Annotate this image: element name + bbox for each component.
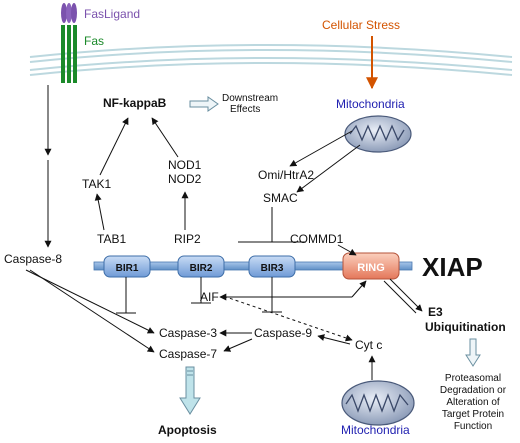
rip2-label: RIP2 <box>174 232 201 246</box>
proteasomal-line4: Target Protein <box>442 409 504 420</box>
proteasomal-line2: Degradation or <box>440 385 507 396</box>
mitochondria-top-icon <box>344 115 412 153</box>
e3-down-arrow-icon <box>465 338 481 367</box>
caspase8-label: Caspase-8 <box>4 252 62 266</box>
pathway-connectors <box>25 85 423 380</box>
bir3-label: BIR3 <box>261 263 284 274</box>
nod1-label: NOD1 <box>168 158 202 172</box>
xiap-title: XIAP <box>422 252 483 282</box>
proteasomal-line5: Function <box>454 421 492 432</box>
cellular-stress-label: Cellular Stress <box>322 18 400 32</box>
xiap-tail <box>397 261 413 271</box>
nf-kappab-label: NF-kappaB <box>103 96 167 110</box>
caspase9-label: Caspase-9 <box>254 326 312 340</box>
mitochondria-bottom-icon <box>341 380 415 426</box>
caspase3-label: Caspase-3 <box>159 326 217 340</box>
bir1-label: BIR1 <box>116 263 139 274</box>
apoptosis-label: Apoptosis <box>158 423 217 437</box>
mitochondria-bottom-label: Mitochondria <box>341 423 410 437</box>
fas-label: Fas <box>84 34 104 48</box>
apoptosis-arrow-icon <box>179 366 201 415</box>
e3-label: E3 <box>428 305 443 319</box>
commd1-label: COMMD1 <box>290 232 344 246</box>
omi-htra2-label: Omi/HtrA2 <box>258 168 314 182</box>
proteasomal-line3: Alteration of <box>446 397 500 408</box>
ring-label: RING <box>357 262 385 274</box>
cytc-label: Cyt c <box>355 338 382 352</box>
tab1-label: TAB1 <box>97 232 126 246</box>
aif-label: AIF <box>200 290 219 304</box>
caspase7-label: Caspase-7 <box>159 347 217 361</box>
proteasomal-line1: Proteasomal <box>445 373 501 384</box>
downstream-effects-line2: Effects <box>230 104 260 115</box>
smac-label: SMAC <box>263 191 298 205</box>
ring-domain <box>342 252 400 280</box>
fas-ligand-icon <box>61 3 77 23</box>
fas-receptor-icon <box>61 25 77 83</box>
tak1-label: TAK1 <box>82 177 111 191</box>
nod2-label: NOD2 <box>168 172 202 186</box>
cell-membrane <box>29 44 513 76</box>
downstream-arrow-icon <box>189 96 219 112</box>
downstream-effects-line1: Downstream <box>222 93 278 104</box>
bir2-label: BIR2 <box>190 263 213 274</box>
mitochondria-top-label: Mitochondria <box>336 97 405 111</box>
fas-ligand-label: FasLigand <box>84 7 140 21</box>
ubiquitination-label: Ubiquitination <box>425 320 506 334</box>
bir1-domain <box>103 255 151 278</box>
